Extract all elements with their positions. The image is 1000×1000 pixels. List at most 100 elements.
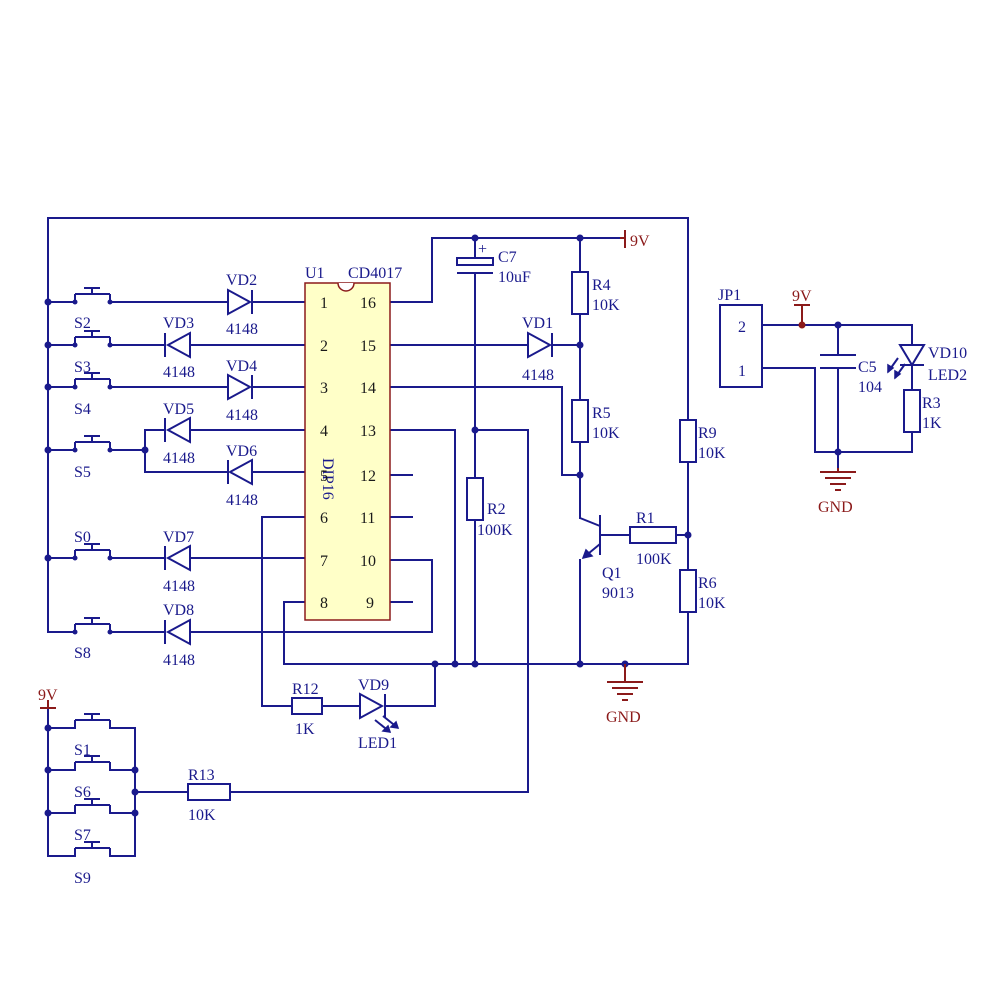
capacitor-c7 — [456, 257, 494, 274]
label-vd7: VD7 — [163, 529, 194, 546]
ic-ref: U1 — [305, 265, 325, 282]
wires — [47, 217, 913, 857]
ic-pin-14: 14 — [360, 380, 376, 397]
jp1-pin-2: 2 — [738, 319, 746, 336]
value-vd8: 4148 — [163, 652, 195, 669]
value-r2: 100K — [477, 522, 513, 539]
label-s6: S6 — [74, 784, 91, 801]
ic-notch — [337, 282, 355, 292]
diode-vd5 — [164, 416, 191, 444]
label-r5: R5 — [592, 405, 611, 422]
connector-jp1 — [719, 304, 763, 388]
diode-vd8 — [164, 618, 191, 646]
switch-bank-1 — [74, 713, 111, 728]
value-q1: 9013 — [602, 585, 634, 602]
ic-pin-16: 16 — [360, 295, 376, 312]
resistor-r4 — [571, 271, 589, 315]
ic-pin-11: 11 — [360, 510, 375, 527]
label-r13: R13 — [188, 767, 215, 784]
ground-symbol-main — [607, 664, 643, 701]
value-r9: 10K — [698, 445, 726, 462]
ic-pin-12: 12 — [360, 468, 376, 485]
label-vd4: VD4 — [226, 358, 257, 375]
transistor-q1 — [579, 515, 601, 560]
label-s2: S2 — [74, 315, 91, 332]
label-r4: R4 — [592, 277, 611, 294]
value-r12: 1K — [295, 721, 315, 738]
label-r3: R3 — [922, 395, 941, 412]
ic-package: DIP16 — [319, 458, 336, 500]
diode-vd4 — [227, 373, 253, 401]
label-r12: R12 — [292, 681, 319, 698]
resistor-r9 — [679, 419, 697, 463]
value-vd3: 4148 — [163, 364, 195, 381]
label-vd2: VD2 — [226, 272, 257, 289]
resistor-r5 — [571, 399, 589, 443]
label-s4: S4 — [74, 401, 91, 418]
ic-pin-6: 6 — [320, 510, 328, 527]
value-r5: 10K — [592, 425, 620, 442]
label-led1: LED1 — [358, 735, 397, 752]
led-vd10 — [887, 344, 926, 380]
switch-bank-3 — [74, 798, 111, 813]
value-vd1: 4148 — [522, 367, 554, 384]
value-r1: 100K — [636, 551, 672, 568]
label-c7: C7 — [498, 249, 517, 266]
value-c5: 104 — [858, 379, 882, 396]
label-s7: S7 — [74, 827, 91, 844]
ic-pin-9: 9 — [366, 595, 374, 612]
label-vd6: VD6 — [226, 443, 257, 460]
label-vd5: VD5 — [163, 401, 194, 418]
ic-pin-10: 10 — [360, 553, 376, 570]
label-vd9: VD9 — [358, 677, 389, 694]
resistor-r1 — [629, 526, 677, 544]
diode-vd1 — [527, 331, 553, 359]
gnd-label-jp1: GND — [818, 499, 853, 516]
diode-vd2 — [227, 288, 253, 316]
c7-plus: + — [478, 241, 487, 258]
switch-bank-4 — [74, 841, 111, 856]
value-vd5: 4148 — [163, 450, 195, 467]
gnd-label-main: GND — [606, 709, 641, 726]
ic-pin-5: 5 — [320, 468, 328, 485]
diode-vd6 — [227, 458, 253, 486]
ic-pin-7: 7 — [320, 553, 328, 570]
resistor-r13 — [187, 783, 231, 801]
label-r1: R1 — [636, 510, 655, 527]
diode-vd3 — [164, 331, 191, 359]
power-wires — [40, 230, 810, 709]
label-s1: S1 — [74, 742, 91, 759]
ic-body — [304, 282, 391, 621]
switches-left: S2 S3 S4 S5 S0 — [72, 287, 113, 662]
resistor-r12 — [291, 697, 323, 715]
ic-pin-3: 3 — [320, 380, 328, 397]
value-c7: 10uF — [498, 269, 531, 286]
ic-pin-1: 1 — [320, 295, 328, 312]
value-vd2: 4148 — [226, 321, 258, 338]
value-r6: 10K — [698, 595, 726, 612]
switch-row-4 — [72, 435, 113, 453]
vcc-label-jp1: 9V — [792, 288, 812, 305]
ic-pin-4: 4 — [320, 423, 328, 440]
value-vd4: 4148 — [226, 407, 258, 424]
label-s3: S3 — [74, 359, 91, 376]
switches-bottom: S1 S6 S7 S9 — [74, 713, 111, 887]
switch-row-5 — [72, 543, 113, 561]
switch-row-1 — [72, 287, 113, 305]
jp1-pin-1: 1 — [738, 363, 746, 380]
label-q1: Q1 — [602, 565, 622, 582]
label-c5: C5 — [858, 359, 877, 376]
label-vd1: VD1 — [522, 315, 553, 332]
label-vd3: VD3 — [163, 315, 194, 332]
value-r4: 10K — [592, 297, 620, 314]
label-s0: S0 — [74, 529, 91, 546]
led-vd9 — [359, 692, 400, 733]
resistors: R4 10K R5 10K R2 100K R9 10K R6 10K R1 1… — [187, 271, 942, 824]
value-vd7: 4148 — [163, 578, 195, 595]
label-r2: R2 — [487, 501, 506, 518]
switch-row-6 — [72, 617, 113, 635]
value-r3: 1K — [922, 415, 942, 432]
ground-symbol-jp1 — [820, 468, 856, 491]
label-led2: LED2 — [928, 367, 967, 384]
